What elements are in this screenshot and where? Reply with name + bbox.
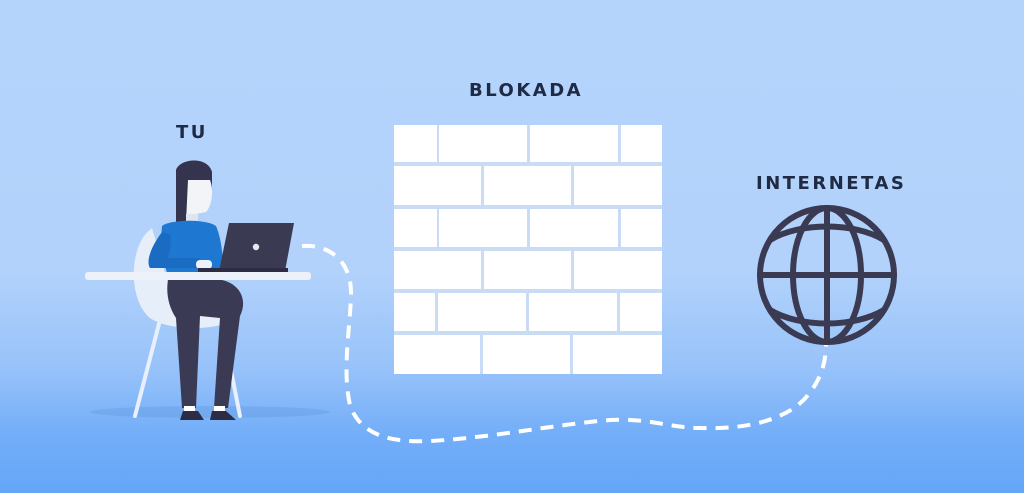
brick (439, 209, 527, 247)
brick (438, 293, 526, 331)
brick (484, 251, 571, 289)
hand (196, 260, 212, 269)
brick (574, 251, 662, 289)
pants (167, 280, 244, 408)
brick (530, 125, 618, 162)
brick (620, 293, 662, 331)
laptop-logo (252, 243, 260, 251)
block-label: BLOKADA (469, 80, 584, 101)
chair-leg (133, 318, 162, 418)
brick (484, 166, 571, 205)
arm (148, 232, 200, 268)
brick (529, 293, 617, 331)
sock (184, 406, 195, 411)
brick (394, 209, 437, 247)
face (186, 180, 213, 222)
shoe (210, 411, 236, 420)
shoe (180, 411, 204, 420)
internet-label: INTERNETAS (756, 173, 907, 194)
brick (394, 125, 437, 162)
brick (621, 209, 662, 247)
brick (530, 209, 618, 247)
floor-shadow (90, 406, 330, 418)
laptop-base (198, 268, 288, 272)
hair (176, 160, 212, 228)
globe-icon (757, 205, 897, 345)
brick (394, 335, 480, 374)
connection-dashed-path (301, 243, 828, 444)
desk (85, 272, 311, 280)
brick (394, 293, 435, 331)
you-label: TU (176, 122, 208, 143)
brick (394, 251, 481, 289)
sock (214, 406, 225, 411)
brick (439, 125, 527, 162)
brick (573, 335, 662, 374)
brick-wall-icon (394, 125, 662, 374)
brick (394, 166, 481, 205)
person-with-laptop-icon (85, 160, 311, 420)
brick (574, 166, 662, 205)
brick (621, 125, 662, 162)
brick (483, 335, 570, 374)
